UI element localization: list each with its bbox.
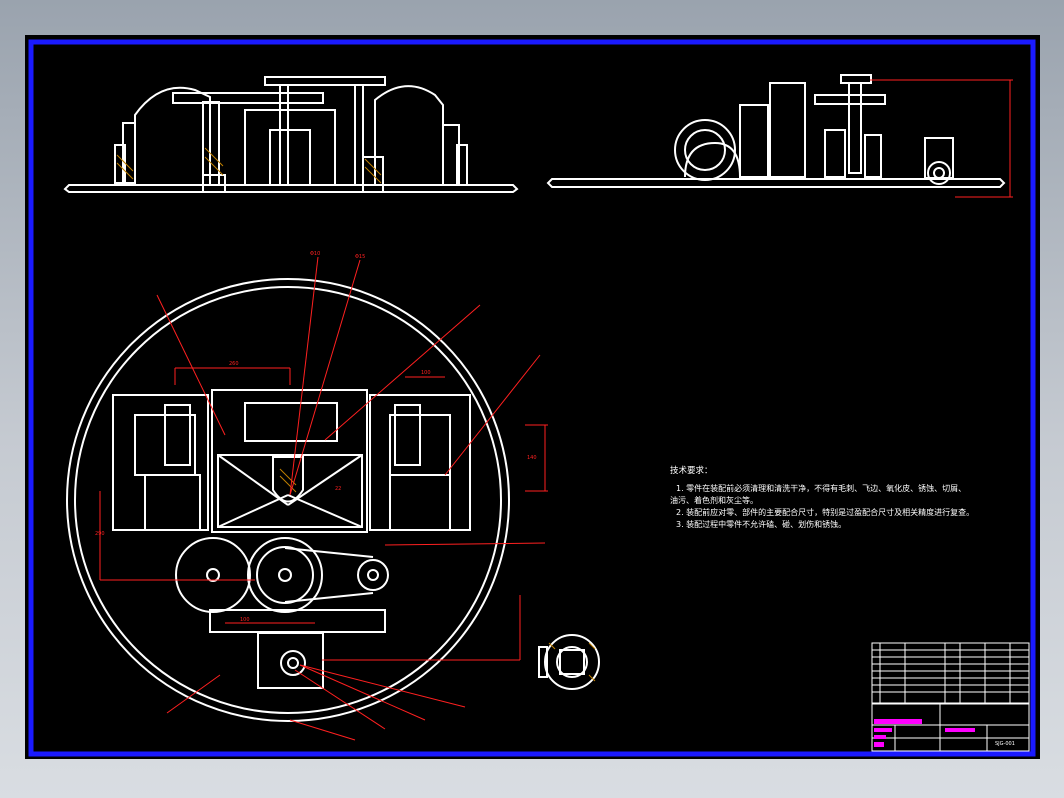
plan-view-hatching [279,468,297,493]
technical-requirements-title: 技术要求： [670,466,713,476]
motor-block [257,632,324,689]
title-block-magenta-fields [874,719,975,747]
requirement-line-3: 2. 装配前应对零、部件的主要配合尺寸，特别是过盈配合尺寸及相关精度进行复查。 [676,508,975,517]
gearbox-housing [211,389,368,533]
parts-list [871,642,1030,704]
requirement-line-1: 1. 零件在装配前必须清理和清洗干净，不得有毛刺、飞边、氧化皮、锈蚀、切屑、 [676,484,967,493]
drawing-canvas: Φ10 Φ15 260 100 140 290 100 22 [28,39,1036,757]
svg-text:Φ15: Φ15 [355,254,365,260]
plan-view-dimension-labels: Φ10 Φ15 260 100 140 290 100 22 [95,251,537,623]
detail-view-hatching [548,642,596,682]
cad-viewport[interactable]: Φ10 Φ15 260 100 140 290 100 22 [25,35,1040,759]
requirement-line-2: 油污、着色剂和灰尘等。 [670,496,758,505]
base-plate-inner [74,286,502,714]
plan-view-leaders [99,256,548,741]
drawing-border [28,39,1036,757]
svg-text:100: 100 [421,370,431,376]
svg-text:22: 22 [335,486,341,492]
plan-view [66,278,510,722]
front-elevation-view [63,76,519,193]
base-plate-outer [66,278,510,722]
drawing-number: SJG-001 [995,741,1015,747]
side-elevation-view [546,74,1006,188]
technical-requirements: 技术要求： 1. 零件在装配前必须清理和清洗干净，不得有毛刺、飞边、氧化皮、锈蚀… [670,465,974,531]
svg-text:100: 100 [240,617,250,623]
drive-belt [284,547,374,603]
detail-view [538,634,600,690]
svg-text:140: 140 [527,455,537,461]
svg-text:290: 290 [95,531,105,537]
title-block [871,703,1030,752]
middle-pulley [247,537,323,613]
requirement-line-4: 3. 装配过程中零件不允许磕、碰、划伤和锈蚀。 [676,520,847,529]
svg-text:Φ10: Φ10 [310,251,320,257]
side-elevation-dimension [870,79,1013,198]
right-pulley [357,559,389,591]
front-elevation-hatching [116,147,382,184]
left-pulley [175,537,251,613]
svg-text:260: 260 [229,361,239,367]
